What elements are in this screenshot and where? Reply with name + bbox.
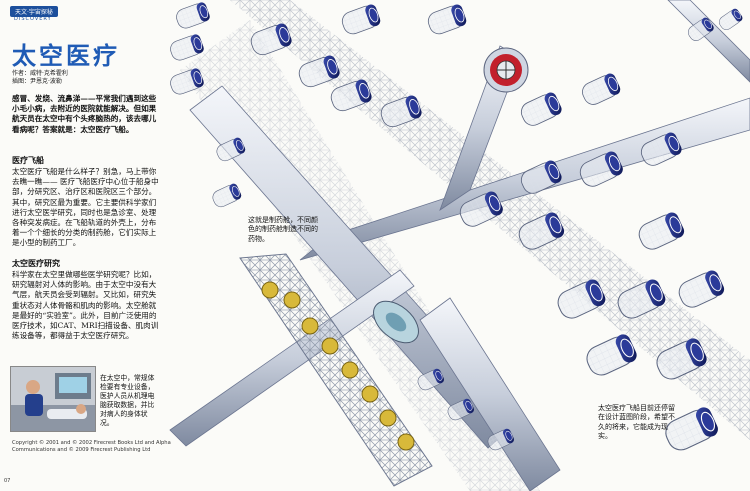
copyright-notice: Copyright © 2001 and © 2002 Firecrest Bo… [12,440,171,453]
section-text-1: 太空医疗飞船是什么样子？别急，马上带你去瞧一瞧—— 医疗飞船医疗中心位于船身中部… [12,167,159,248]
byline-author: 作者：威特·克希霍利 [12,70,68,77]
patient-photo [10,366,96,432]
page-number: 07 [4,478,11,484]
lattice-tower [239,253,433,487]
lead-paragraph: 感冒、发烧、流鼻涕——平常我们遇到这些小毛小病，去附近的医院就能解决。但如果航天… [12,94,157,134]
upper-arms [667,0,750,83]
left-text-column: 天文·宇宙探秘 DISCOVERY 太空医疗 作者：威特·克希霍利 插图：尹恩克… [4,0,162,491]
byline: 作者：威特·克希霍利 插图：尹恩克·波勒 [12,70,162,86]
byline-illustrator: 插图：尹恩克·波勒 [12,78,62,85]
article-title: 太空医疗 [12,42,120,70]
pharmacy-pod-callout: 这就是制药舱，不同颜色的制药舱制造不同的药物。 [248,216,318,243]
medical-capsule [373,300,419,344]
photo-caption: 在太空中，常规体检要有专业设备，医护人员从机理电脑获取数据，并比对病人的身体状况… [100,374,155,427]
section-heading-2: 太空医疗研究 [12,258,60,268]
section-text-2: 科学家在太空里做哪些医学研究呢？比如，研究辐射对人体的影响。由于太空中没有大气层… [12,270,159,341]
docking-hub [483,47,529,93]
section-kicker: 天文·宇宙探秘 [10,6,58,17]
section-kicker-sub: DISCOVERY [14,16,52,22]
ship-status-callout: 太空医疗飞船目前还停留在设计蓝图阶段，希望不久的将来，它能成为现实。 [598,404,675,441]
section-heading-1: 医疗飞船 [12,155,44,165]
